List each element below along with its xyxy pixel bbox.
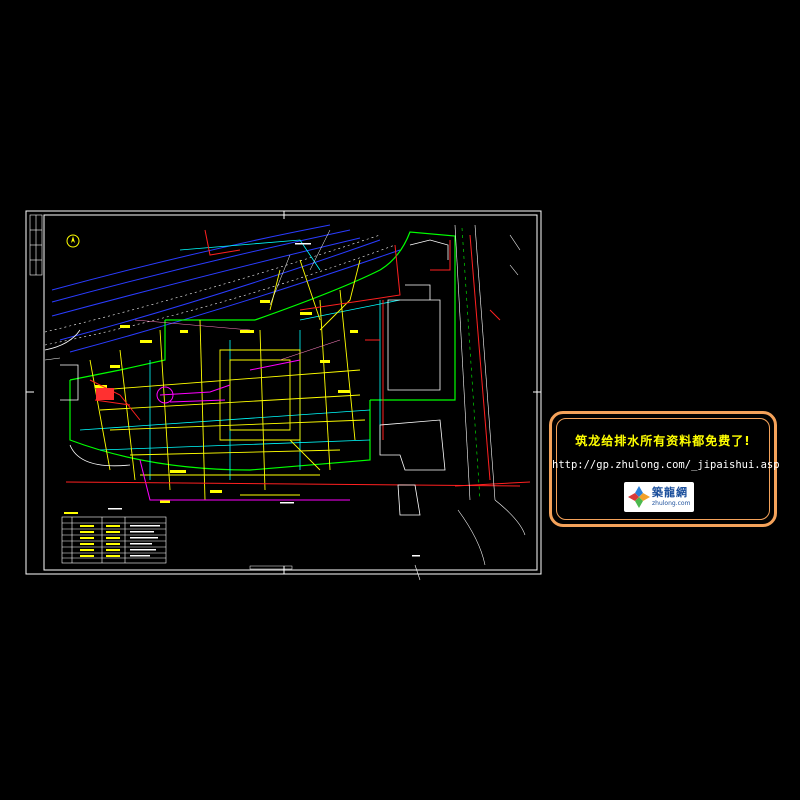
sheet-bottom-label: [249, 565, 293, 570]
promo-panel-inner-border: [556, 418, 770, 520]
promo-panel: 筑龙给排水所有资料都免费了! http://gp.zhulong.com/_ji…: [549, 411, 780, 527]
misc-lines: [134, 319, 341, 361]
zhulong-logo-name: 築龍網: [652, 486, 688, 499]
drawing-labels-white: [108, 243, 420, 557]
zhulong-logo-icon: [628, 486, 650, 508]
sheet-center-marks: [26, 211, 541, 574]
building-outlines: [44, 239, 449, 516]
legend-table-swatches: [64, 512, 120, 557]
embankment-lines: [44, 234, 396, 346]
zhulong-logo[interactable]: 築龍網 zhulong.com: [624, 482, 694, 512]
site-boundary-green: [69, 231, 456, 471]
pipe-network-red: [65, 229, 531, 487]
road-lines-dashed: [461, 227, 481, 501]
promo-url-link[interactable]: http://gp.zhulong.com/_jipaishui.asp: [552, 459, 780, 471]
promo-slogan: 筑龙给排水所有资料都免费了!: [575, 434, 751, 448]
left-title-strip: [29, 214, 43, 276]
pipe-network-magenta: [139, 359, 350, 501]
drawing-annotations: [95, 300, 358, 503]
legend-table: [61, 516, 167, 564]
river-lines: [51, 224, 401, 353]
road-lines: [414, 224, 526, 581]
misc-lines-white: [44, 229, 331, 361]
legend-table-text: [130, 525, 160, 557]
red-hatched-area: [96, 388, 114, 400]
zhulong-logo-domain: zhulong.com: [652, 500, 691, 507]
north-arrow-icon: [66, 234, 80, 248]
